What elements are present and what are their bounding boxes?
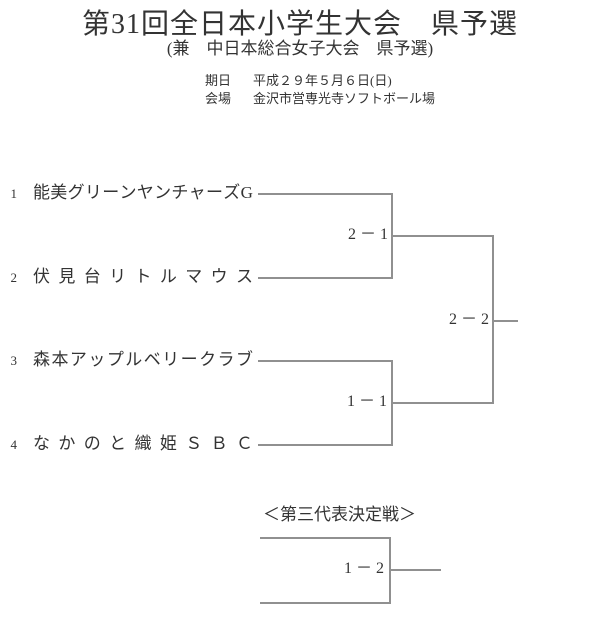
third-place-line-bottom bbox=[260, 602, 389, 604]
team-name: 森本アップルベリークラブ bbox=[33, 350, 253, 369]
event-date-row: 期日 平成２９年５月６日(日) bbox=[205, 72, 435, 90]
third-place-line-winner bbox=[389, 569, 441, 571]
team-row: 2 伏見台リトルマウス bbox=[8, 266, 254, 288]
team-name: 伏見台リトルマウス bbox=[33, 267, 253, 286]
third-place-heading: ＜第三代表決定戦＞ bbox=[263, 505, 416, 524]
score-third-place: 1－2 bbox=[343, 560, 388, 577]
bracket-line-team1 bbox=[258, 193, 391, 195]
bracket-line-team2 bbox=[258, 277, 391, 279]
team-seed: 3 bbox=[10, 353, 18, 368]
bracket-connector-final bbox=[492, 235, 494, 404]
venue-label: 会場 bbox=[205, 91, 232, 106]
date-label: 期日 bbox=[205, 73, 232, 88]
team-seed: 1 bbox=[10, 186, 18, 201]
event-venue-row: 会場 金沢市営専光寺ソフトボール場 bbox=[205, 90, 435, 108]
score-final: 2－2 bbox=[448, 311, 493, 328]
date-value: 平成２９年５月６日(日) bbox=[253, 73, 392, 88]
event-info: 期日 平成２９年５月６日(日) 会場 金沢市営専光寺ソフトボール場 bbox=[205, 72, 435, 108]
bracket-line-winner1 bbox=[391, 235, 492, 237]
venue-value: 金沢市営専光寺ソフトボール場 bbox=[253, 91, 436, 106]
bracket-line-team3 bbox=[258, 360, 391, 362]
team-row: 3 森本アップルベリークラブ bbox=[8, 349, 253, 371]
bracket-line-team4 bbox=[258, 444, 391, 446]
third-place-line-top bbox=[260, 537, 389, 539]
page-title: 第31回全日本小学生大会 県予選 bbox=[81, 9, 518, 40]
bracket-line-winner2 bbox=[391, 402, 492, 404]
page-subtitle: (兼 中日本総合女子大会 県予選) bbox=[166, 39, 434, 58]
score-semifinal2: 1－1 bbox=[346, 393, 391, 410]
team-seed: 4 bbox=[10, 437, 18, 452]
score-semifinal1: 2－1 bbox=[347, 226, 392, 243]
bracket-line-champion bbox=[492, 320, 518, 322]
team-seed: 2 bbox=[10, 270, 18, 285]
